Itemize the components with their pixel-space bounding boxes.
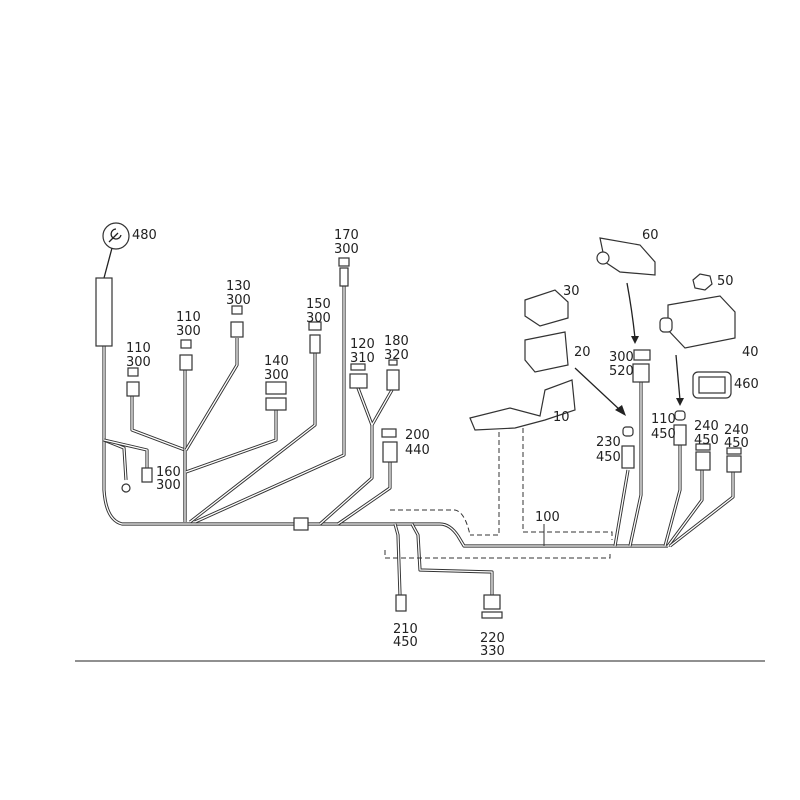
callout-130: 130 — [226, 279, 251, 294]
callout-210-sub: 450 — [393, 635, 418, 650]
callout-110-right: 110 — [651, 412, 676, 427]
callout-30: 30 — [563, 284, 580, 299]
callout-230-sub: 450 — [596, 450, 621, 465]
callout-160-sub: 300 — [156, 478, 181, 493]
callout-200-sub: 440 — [405, 443, 430, 458]
callout-110-right-sub: 450 — [651, 427, 676, 442]
callout-160: 160 — [156, 465, 181, 480]
cover-part-30 — [524, 289, 569, 327]
callout-200: 200 — [405, 428, 430, 443]
callout-240: 240 — [694, 419, 719, 434]
main-harness — [102, 285, 735, 596]
callout-130-sub: 300 — [226, 293, 251, 308]
callout-10: 10 — [553, 410, 570, 425]
callout-300: 300 — [609, 350, 634, 365]
callout-20: 20 — [574, 345, 591, 360]
callout-180-sub: 320 — [384, 348, 409, 363]
fuse-block — [95, 277, 113, 347]
callout-460: 460 — [734, 377, 759, 392]
callout-180: 180 — [384, 334, 409, 349]
callout-220-sub: 330 — [480, 644, 505, 659]
callout-480: 480 — [132, 228, 157, 243]
callout-140: 140 — [264, 354, 289, 369]
grommet — [293, 517, 309, 531]
callout-120-sub: 310 — [350, 351, 375, 366]
callout-140-sub: 300 — [264, 368, 289, 383]
parts — [95, 222, 742, 619]
callout-230: 230 — [596, 435, 621, 450]
callout-60: 60 — [642, 228, 659, 243]
callout-100: 100 — [535, 510, 560, 525]
callout-240-sub: 450 — [724, 436, 749, 451]
callouts: 480 170 300 130 300 110 300 110 300 150 … — [126, 228, 759, 659]
callout-240-sub: 450 — [694, 433, 719, 448]
callout-110: 110 — [176, 310, 201, 325]
callout-210: 210 — [393, 622, 418, 637]
callout-120: 120 — [350, 337, 375, 352]
callout-40: 40 — [742, 345, 759, 360]
bracket-part-10 — [469, 379, 576, 431]
callout-220: 220 — [480, 631, 505, 646]
callout-110: 110 — [126, 341, 151, 356]
callout-150-sub: 300 — [306, 311, 331, 326]
relay-part-20 — [524, 331, 569, 373]
nut-part-50 — [692, 273, 713, 291]
callout-110-sub: 300 — [176, 324, 201, 339]
callout-50: 50 — [717, 274, 734, 289]
callout-150: 150 — [306, 297, 331, 312]
control-unit-part-40 — [667, 295, 736, 349]
wrench-icon — [102, 222, 130, 250]
callout-240: 240 — [724, 423, 749, 438]
callout-170-sub: 300 — [334, 242, 359, 257]
routing-lines — [384, 428, 613, 559]
callout-300-sub: 520 — [609, 364, 634, 379]
callout-110-sub: 300 — [126, 355, 151, 370]
callout-170: 170 — [334, 228, 359, 243]
